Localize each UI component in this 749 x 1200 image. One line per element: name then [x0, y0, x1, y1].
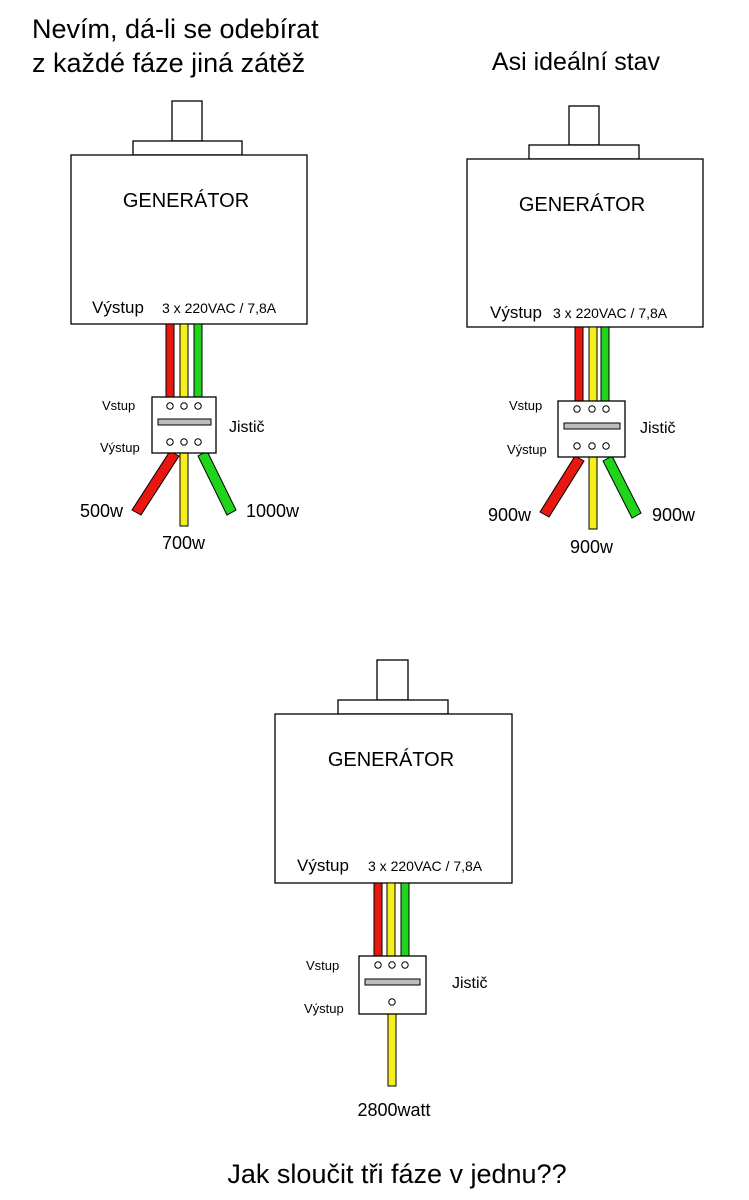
generator-b-body [466, 158, 704, 328]
breaker-b-output-label: Výstup [507, 442, 547, 457]
breaker-c-lever [364, 978, 421, 986]
panel-b-heading: Asi ideální stav [492, 48, 661, 76]
wire-b-green-load [602, 455, 642, 519]
panel-a-heading-line1: Nevím, dá-li se odebírat [32, 14, 319, 44]
wire-c-green-feed [400, 882, 410, 958]
screw-icon [573, 442, 581, 450]
breaker-a-output-screws [166, 438, 202, 446]
breaker-c-label: Jistič [452, 975, 488, 992]
breaker-c-output-label: Výstup [304, 1001, 344, 1016]
breaker-b-lever [563, 422, 621, 430]
generator-b-flange [528, 144, 640, 160]
wire-b-yellow-feed [588, 326, 598, 403]
breaker-a-input-label: Vstup [102, 398, 135, 413]
generator-c-body [274, 713, 513, 884]
wire-a-green-load [197, 450, 237, 516]
generator-b-shaft [568, 105, 600, 146]
wire-c-combined-load [387, 1012, 397, 1087]
screw-icon [602, 442, 610, 450]
wire-a-red-feed [165, 323, 175, 399]
breaker-b-output-screws [573, 442, 610, 450]
screw-icon [166, 438, 174, 446]
generator-c-label: GENERÁTOR [328, 748, 454, 771]
panel-balanced-loads: Asi ideální stav GENERÁTOR Výstup 3 x 22… [466, 48, 704, 557]
breaker-c-input-screws [374, 961, 409, 969]
generator-a-output-spec: 3 x 220VAC / 7,8A [162, 300, 277, 316]
screw-icon [588, 442, 596, 450]
panel-combined-phase: GENERÁTOR Výstup 3 x 220VAC / 7,8A Vstup… [274, 659, 513, 1120]
generator-c-output-label: Výstup [297, 856, 349, 875]
generator-a-flange [132, 140, 243, 156]
screw-icon [602, 405, 610, 413]
panel-unequal-loads: Nevím, dá-li se odebírat z každé fáze ji… [32, 14, 319, 553]
wire-a-yellow-feed [179, 323, 189, 399]
wire-b-red-feed [574, 326, 584, 403]
wire-b-yellow-load [588, 455, 598, 530]
screw-icon [180, 438, 188, 446]
wire-a-green-feed [193, 323, 203, 399]
wire-c-red-feed [373, 882, 383, 958]
screw-icon [388, 998, 396, 1006]
screw-icon [573, 405, 581, 413]
breaker-a-input-screws [166, 402, 202, 410]
screw-icon [194, 438, 202, 446]
generator-c-output-spec: 3 x 220VAC / 7,8A [368, 858, 483, 874]
generator-c-flange [337, 699, 449, 715]
load-b-red: 900w [488, 505, 532, 525]
generator-a-label: GENERÁTOR [123, 189, 249, 212]
load-b-yellow: 900w [570, 537, 614, 557]
breaker-a-output-label: Výstup [100, 440, 140, 455]
load-a-green: 1000w [246, 501, 300, 521]
screw-icon [180, 402, 188, 410]
wire-b-green-feed [600, 326, 610, 403]
load-a-red: 500w [80, 501, 124, 521]
wire-c-yellow-feed [386, 882, 396, 958]
load-b-green: 900w [652, 505, 696, 525]
wire-a-red-load [131, 450, 180, 516]
breaker-b-label: Jistič [640, 420, 676, 437]
generator-b-output-label: Výstup [490, 303, 542, 322]
wire-a-yellow-load [179, 451, 189, 527]
load-a-yellow: 700w [162, 533, 206, 553]
panel-a-heading-line2: z každé fáze jiná zátěž [32, 48, 305, 78]
screw-icon [166, 402, 174, 410]
screw-icon [401, 961, 409, 969]
breaker-a-label: Jistič [229, 419, 265, 436]
breaker-c-input-label: Vstup [306, 958, 339, 973]
generator-a-shaft [171, 100, 203, 142]
screw-icon [388, 961, 396, 969]
load-c-combined: 2800watt [357, 1100, 430, 1120]
generator-a-output-label: Výstup [92, 298, 144, 317]
breaker-b-input-screws [573, 405, 610, 413]
breaker-b-input-label: Vstup [509, 398, 542, 413]
generator-c-shaft [376, 659, 409, 701]
generator-b-output-spec: 3 x 220VAC / 7,8A [553, 305, 668, 321]
screw-icon [194, 402, 202, 410]
screw-icon [588, 405, 596, 413]
wire-b-red-load [539, 455, 585, 518]
breaker-a-lever [157, 418, 212, 426]
footer-question: Jak sloučit tři fáze v jednu?? [227, 1159, 566, 1189]
generator-b-label: GENERÁTOR [519, 193, 645, 216]
screw-icon [374, 961, 382, 969]
generator-a-body [70, 154, 308, 325]
